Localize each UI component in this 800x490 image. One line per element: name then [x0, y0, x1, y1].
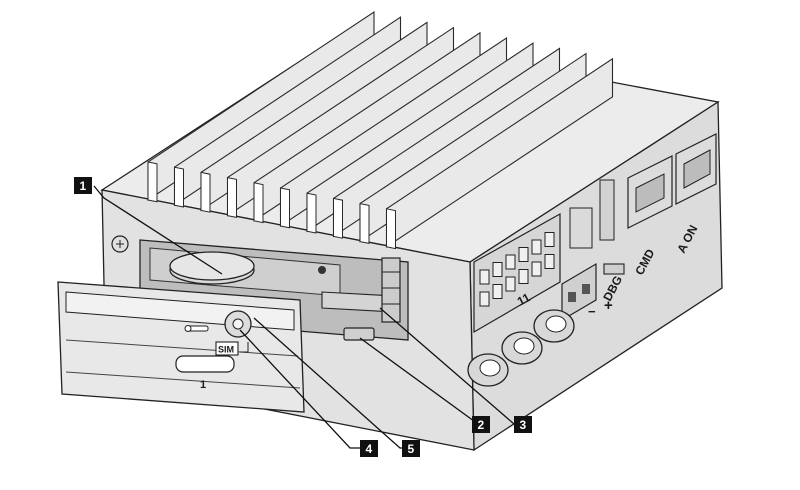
- polarity-plus-label: +: [604, 297, 613, 314]
- terminal-pin: [531, 239, 542, 255]
- terminal-pin: [505, 254, 516, 270]
- usb-port: [343, 327, 375, 341]
- terminal-pin: [479, 291, 490, 307]
- terminal-pin: [492, 284, 503, 299]
- heatsink-fin-edge: [359, 202, 370, 245]
- heatsink-fin-edge: [253, 182, 264, 224]
- callout-number: 5: [408, 442, 415, 456]
- heatsink-fin-edge: [280, 187, 290, 229]
- heatsink-fin-edge: [147, 161, 158, 203]
- terminal-pin: [531, 261, 542, 277]
- terminal-pin: [518, 269, 529, 284]
- door-handle-slot: [175, 355, 235, 373]
- sim-marking-box: [215, 341, 239, 356]
- heatsink-fin-edge: [200, 171, 211, 213]
- sim-marking-text: SIM: [218, 345, 234, 355]
- dbg-port: [603, 263, 625, 275]
- callout-number: 2: [478, 418, 485, 432]
- callout-tag-5: 5: [402, 440, 420, 457]
- side-connectors: [473, 133, 717, 334]
- callout-number: 1: [80, 179, 87, 193]
- terminal-pin: [544, 254, 555, 269]
- terminal-pin: [479, 269, 490, 285]
- heatsink-fin-edge: [386, 208, 396, 250]
- antenna-connector: [533, 309, 575, 343]
- terminal-pin: [544, 232, 555, 247]
- terminal-pin: [518, 247, 529, 262]
- front-door-cover: SIM 1: [57, 281, 305, 413]
- door-number-text: 1: [200, 379, 206, 391]
- heatsink-fin-edge: [174, 166, 184, 208]
- callout-tag-3: 3: [514, 416, 532, 433]
- key-icon: [184, 325, 209, 332]
- terminal-pin: [505, 276, 516, 292]
- polarity-minus-label: −: [588, 304, 596, 319]
- callout-tag-4: 4: [360, 440, 378, 457]
- heatsink-fin-edge: [227, 176, 237, 219]
- heatsink-fin-edge: [306, 192, 317, 234]
- callout-number: 4: [366, 442, 373, 456]
- antenna-connectors: [467, 309, 575, 387]
- callout-tag-2: 2: [472, 416, 490, 433]
- antenna-connector: [501, 331, 543, 365]
- connector-number-label: 11: [515, 290, 533, 308]
- terminal-pin: [492, 262, 503, 277]
- antenna-connector: [467, 353, 509, 387]
- heatsink-fin-edge: [333, 197, 343, 239]
- callout-number: 3: [520, 418, 527, 432]
- callout-tag-1: 1: [74, 177, 92, 194]
- heatsink-fins: [147, 10, 614, 250]
